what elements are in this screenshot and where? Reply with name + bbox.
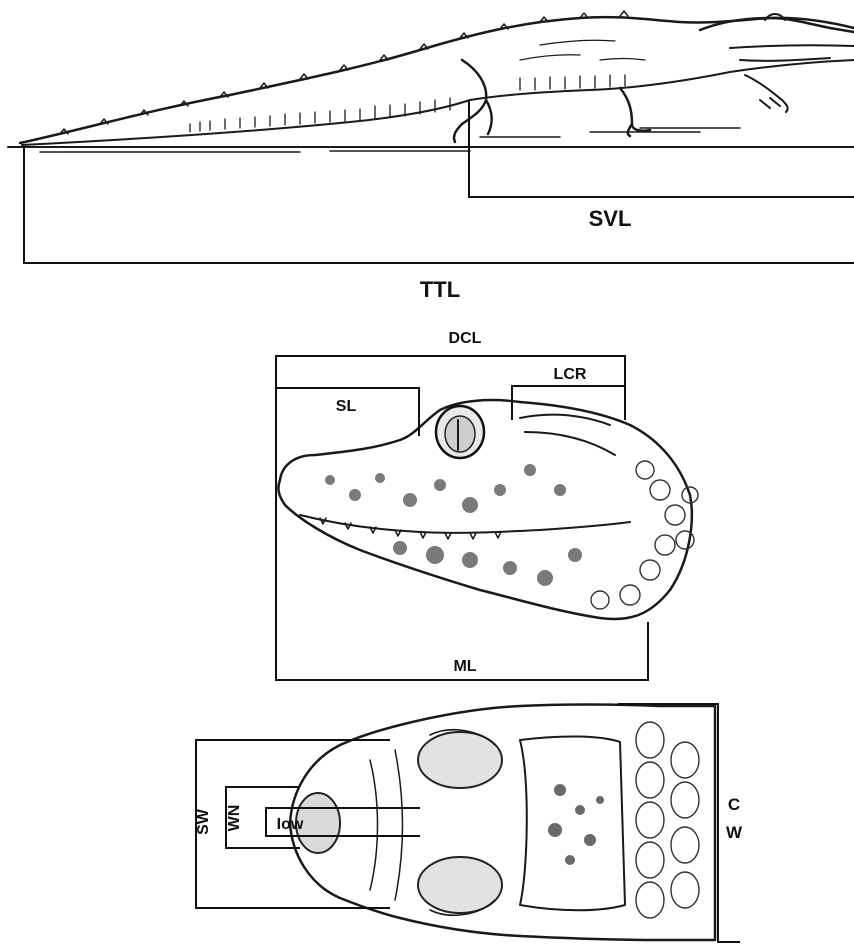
- sl-label: SL: [336, 398, 357, 415]
- ttl-dimension: TTL: [24, 147, 854, 302]
- sw-label: SW: [195, 808, 212, 835]
- wn-label: WN: [226, 805, 243, 832]
- cw-label-w: W: [726, 823, 743, 842]
- svl-dimension: SVL: [469, 100, 854, 231]
- dcl-label: DCL: [449, 330, 482, 347]
- body-side-illustration: [8, 11, 854, 152]
- iow-label: Iow: [277, 816, 304, 833]
- ttl-label: TTL: [420, 277, 460, 302]
- lcr-label: LCR: [554, 366, 587, 383]
- svl-label: SVL: [589, 206, 632, 231]
- cw-label-c: C: [728, 795, 740, 814]
- head-lateral-illustration: [278, 400, 698, 619]
- ml-label: ML: [453, 658, 476, 675]
